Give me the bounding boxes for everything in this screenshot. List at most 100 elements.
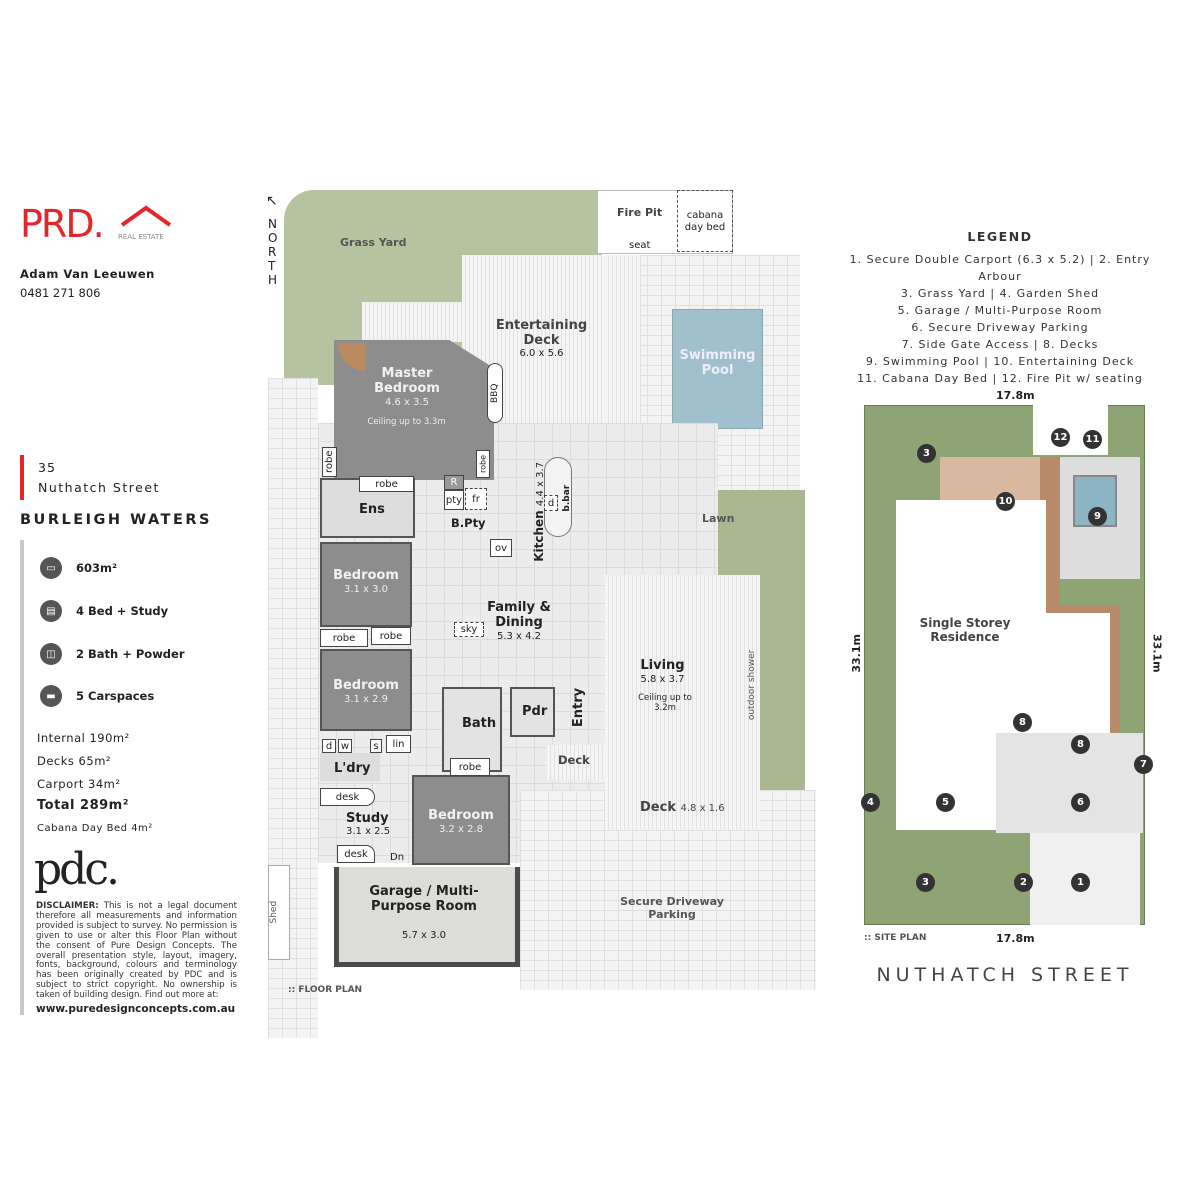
feature-cars: ▬5 Carspaces: [40, 685, 154, 707]
label-living-ceiling: Ceiling up to 3.2m: [638, 693, 692, 713]
area-cabana: Cabana Day Bed 4m²: [37, 823, 153, 834]
marker-6: 6: [1071, 793, 1090, 812]
label-bed4-dim: 3.2 x 2.8: [438, 824, 484, 835]
label-bed2-dim: 3.1 x 3.0: [343, 584, 389, 595]
pdc-url[interactable]: www.puredesignconcepts.com.au: [36, 1003, 236, 1015]
floor-plan-caption: :: FLOOR PLAN: [288, 985, 363, 995]
marker-2: 2: [1014, 873, 1033, 892]
street-name: NUTHATCH STREET: [876, 964, 1134, 986]
feature-land: ▭603m²: [40, 557, 117, 579]
site-driveway: [996, 733, 1143, 833]
label-deck2: Deck 4.8 x 1.6: [640, 800, 725, 815]
marker-3b: 3: [917, 444, 936, 463]
skylight: sky: [454, 622, 484, 637]
feature-baths: ◫2 Bath + Powder: [40, 643, 185, 665]
site-depth-right: 33.1m: [1150, 634, 1164, 673]
legend-line: 7. Side Gate Access | 8. Decks: [901, 338, 1099, 351]
label-family-dim: 5.3 x 4.2: [496, 631, 542, 642]
label-master-ceiling: Ceiling up to 3.3m: [367, 417, 446, 427]
label-cabana: cabana day bed: [684, 210, 726, 233]
pantry: pty: [444, 490, 464, 510]
site-width-bottom: 17.8m: [996, 932, 1035, 945]
site-width-top: 17.8m: [996, 389, 1035, 402]
disclaimer: DISCLAIMER: This is not a legal document…: [36, 901, 237, 1001]
area-decks: Decks 65m²: [37, 754, 112, 768]
area-carport: Carport 34m²: [37, 777, 121, 791]
robe-master-right: robe: [476, 450, 490, 478]
rear-deck: [605, 575, 760, 830]
label-driveway: Secure Driveway Parking: [620, 895, 724, 921]
marker-12: 12: [1051, 428, 1070, 447]
label-bed4: Bedroom: [428, 808, 494, 823]
agent-phone[interactable]: 0481 271 806: [20, 286, 101, 300]
label-ens: Ens: [359, 502, 385, 517]
label-study-dim: 3.1 x 2.5: [346, 826, 391, 837]
marker-11: 11: [1083, 430, 1102, 449]
bedroom-3: [320, 649, 412, 731]
label-ldry: L'dry: [334, 761, 371, 776]
label-garage: Garage / Multi-Purpose Room: [369, 884, 479, 914]
label-lawn: Lawn: [702, 512, 735, 525]
address-number: 35: [38, 460, 56, 475]
cabana-day-bed: [677, 190, 733, 252]
shed: [268, 865, 290, 960]
label-shed: Shed: [269, 900, 280, 924]
driveway: [520, 790, 816, 990]
feature-beds: ▤4 Bed + Study: [40, 600, 168, 622]
deck-extension: [362, 302, 472, 342]
label-bath: Bath: [462, 716, 497, 731]
label-bpty: B.Pty: [451, 516, 486, 530]
address-bar: [20, 455, 24, 500]
pdc-logo: pdc.: [34, 844, 120, 895]
legend-line: 6. Secure Driveway Parking: [911, 321, 1089, 334]
site-residence-wing: [1030, 613, 1110, 748]
bbq: BBQ: [487, 363, 503, 423]
label-bbar: b.bar: [562, 484, 573, 512]
area-internal: Internal 190m²: [37, 731, 130, 745]
robe-bed2: robe: [320, 629, 368, 647]
fridge-space: fr: [465, 488, 487, 510]
suburb: BURLEIGH WATERS: [20, 512, 212, 528]
laundry-w: w: [338, 739, 352, 753]
agent-name: Adam Van Leeuwen: [20, 267, 155, 281]
north-label: NORTH: [268, 217, 278, 287]
site-plan: 17.8m Single Storey Residence 33.1m 33.1…: [830, 385, 1170, 995]
bedroom-2: [320, 542, 412, 627]
legend-line: 1. Secure Double Carport (6.3 x 5.2) | 2…: [849, 253, 1151, 283]
prd-logo: PRD. REAL ESTATE: [20, 205, 180, 245]
label-pdr: Pdr: [522, 704, 548, 719]
label-bed3: Bedroom: [333, 678, 399, 693]
label-entry: Entry: [571, 687, 587, 728]
bathroom: [442, 687, 502, 772]
legend-line: 9. Swimming Pool | 10. Entertaining Deck: [865, 355, 1135, 368]
marker-5: 5: [936, 793, 955, 812]
label-living: Living: [640, 658, 685, 673]
bed-icon: ▤: [40, 600, 62, 622]
garage: [334, 867, 520, 967]
legend-line: 11. Cabana Day Bed | 12. Fire Pit w/ sea…: [857, 372, 1143, 385]
laundry-d: d: [322, 739, 336, 753]
marker-1: 1: [1071, 873, 1090, 892]
label-outdoor-shower: outdoor shower: [746, 649, 757, 721]
legend-title: LEGEND: [967, 229, 1033, 244]
label-dn: Dn: [390, 852, 405, 863]
info-divider: [20, 540, 24, 1015]
bath-icon: ◫: [40, 643, 62, 665]
label-fire-pit: Fire Pit: [617, 206, 663, 219]
site-plan-caption: :: SITE PLAN: [864, 933, 927, 943]
site-residence-label: Single Storey Residence: [919, 616, 1011, 644]
marker-10: 10: [996, 492, 1015, 511]
laundry-s: s: [370, 739, 382, 753]
marker-8a: 8: [1013, 713, 1032, 732]
powder-room: [510, 687, 555, 737]
bedroom-4: [412, 775, 510, 865]
marker-4: 4: [861, 793, 880, 812]
robe-ensuite: robe: [359, 476, 414, 492]
label-master: Master Bedroom: [374, 366, 440, 396]
site-depth-left: 33.1m: [849, 634, 863, 673]
desk-bottom: desk: [337, 845, 375, 863]
car-icon: ▬: [40, 685, 62, 707]
legend-line: 3. Grass Yard | 4. Garden Shed: [900, 287, 1100, 300]
north-arrow-icon: ↖: [266, 193, 278, 209]
label-bed2: Bedroom: [333, 568, 399, 583]
